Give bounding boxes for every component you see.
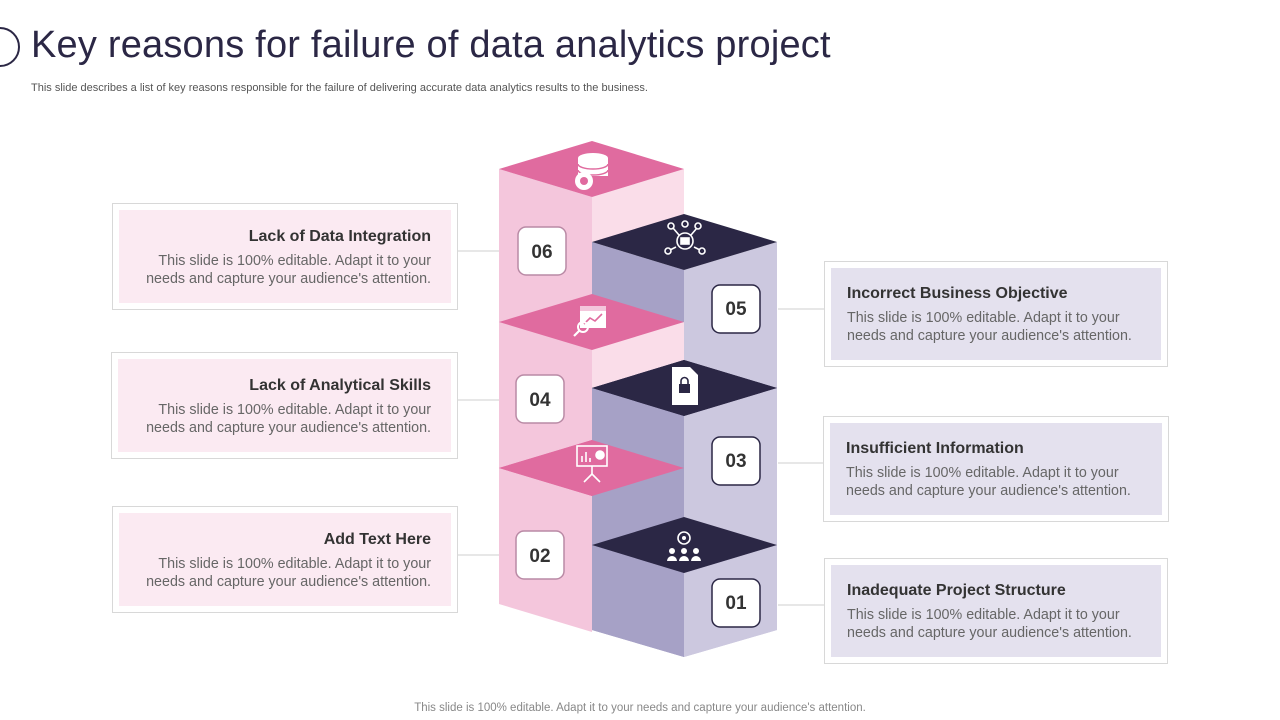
database-gear-icon [575,153,609,190]
badge-02-number: 02 [529,546,550,567]
badge-06-number: 06 [531,242,552,263]
badge-03-number: 03 [725,451,746,472]
badge-01: 01 [711,578,761,628]
analytics-search-icon [573,306,606,337]
card-body: This slide is 100% editable. Adapt it to… [146,253,431,287]
badge-02: 02 [515,530,565,580]
card-add-text-here: Add Text Here This slide is 100% editabl… [112,506,458,613]
card-incorrect-business-objective: Incorrect Business Objective This slide … [824,261,1168,367]
card-inadequate-project-structure: Inadequate Project Structure This slide … [824,558,1168,664]
card-lack-of-data-integration: Lack of Data Integration This slide is 1… [112,203,458,310]
locked-document-icon [672,367,698,405]
badge-06: 06 [517,226,567,276]
network-briefcase-icon [664,220,706,255]
page-title: Key reasons for failure of data analytic… [31,24,831,66]
step-01-top [592,517,777,573]
card-lack-of-analytical-skills: Lack of Analytical Skills This slide is … [111,352,458,459]
footer-note: This slide is 100% editable. Adapt it to… [414,702,866,714]
card-body: This slide is 100% editable. Adapt it to… [846,465,1131,499]
badge-05-number: 05 [725,299,747,320]
presentation-chart-icon [576,445,608,483]
badge-05: 05 [711,284,761,334]
page-subtitle: This slide describes a list of key reaso… [31,82,648,94]
card-title: Insufficient Information [846,440,1024,457]
team-target-icon [667,531,701,561]
badge-01-number: 01 [725,593,747,614]
card-title: Lack of Data Integration [248,228,431,245]
card-insufficient-information: Insufficient Information This slide is 1… [823,416,1169,522]
connector-lines [458,250,826,606]
badge-03: 03 [711,436,761,486]
badge-04-number: 04 [529,390,551,411]
card-title: Inadequate Project Structure [847,582,1066,599]
card-body: This slide is 100% editable. Adapt it to… [146,402,431,436]
card-title: Incorrect Business Objective [847,285,1068,302]
card-body: This slide is 100% editable. Adapt it to… [847,310,1132,344]
card-title: Lack of Analytical Skills [249,377,431,394]
card-title: Add Text Here [323,531,431,548]
card-body: This slide is 100% editable. Adapt it to… [847,607,1132,641]
card-body: This slide is 100% editable. Adapt it to… [146,556,431,590]
badge-04: 04 [515,374,565,424]
